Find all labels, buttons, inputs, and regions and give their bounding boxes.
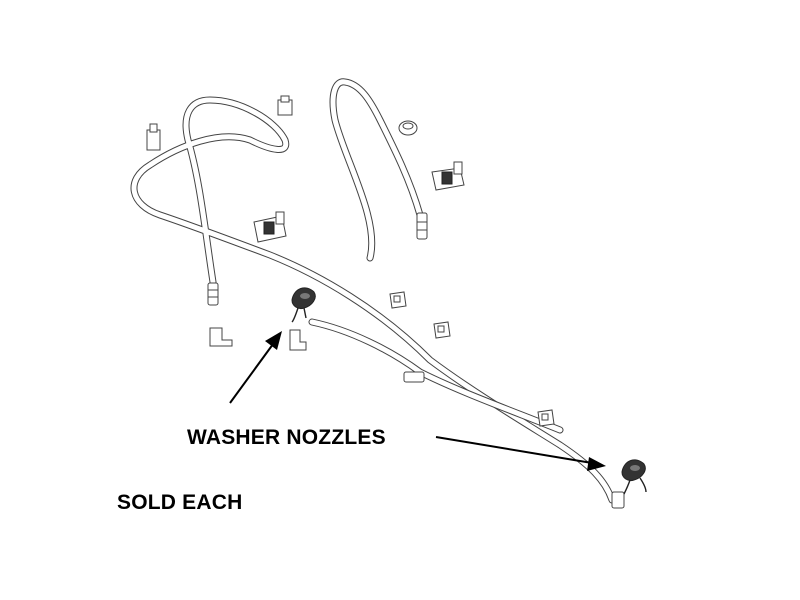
hose-clip-icon: [433, 321, 451, 339]
washer-hose-main: [130, 96, 616, 504]
hose-connector-icon: [289, 329, 307, 351]
hose-clip-icon: [146, 123, 161, 151]
hose-clip-icon: [398, 120, 418, 136]
hose-clip-icon: [389, 291, 407, 309]
washer-nozzle-icon: [291, 287, 316, 323]
callout-arrow-left: [229, 331, 282, 404]
washer-nozzles-label: WASHER NOZZLES: [187, 426, 386, 449]
hose-clip-icon: [431, 161, 465, 191]
hose-connector-icon: [209, 327, 233, 347]
hose-clip-icon: [537, 409, 555, 427]
hose-clip-icon: [277, 95, 293, 116]
callout-arrow-right: [435, 436, 606, 471]
hose-connector-icon: [207, 282, 219, 306]
hose-clip-icon: [253, 211, 287, 243]
hose-connector-icon: [403, 371, 425, 383]
washer-hose-upper: [329, 78, 424, 262]
washer-nozzle-icon: [621, 459, 647, 495]
hose-connector-icon: [416, 212, 428, 240]
sold-each-label: SOLD EACH: [117, 491, 243, 514]
hose-connector-icon: [611, 491, 625, 509]
